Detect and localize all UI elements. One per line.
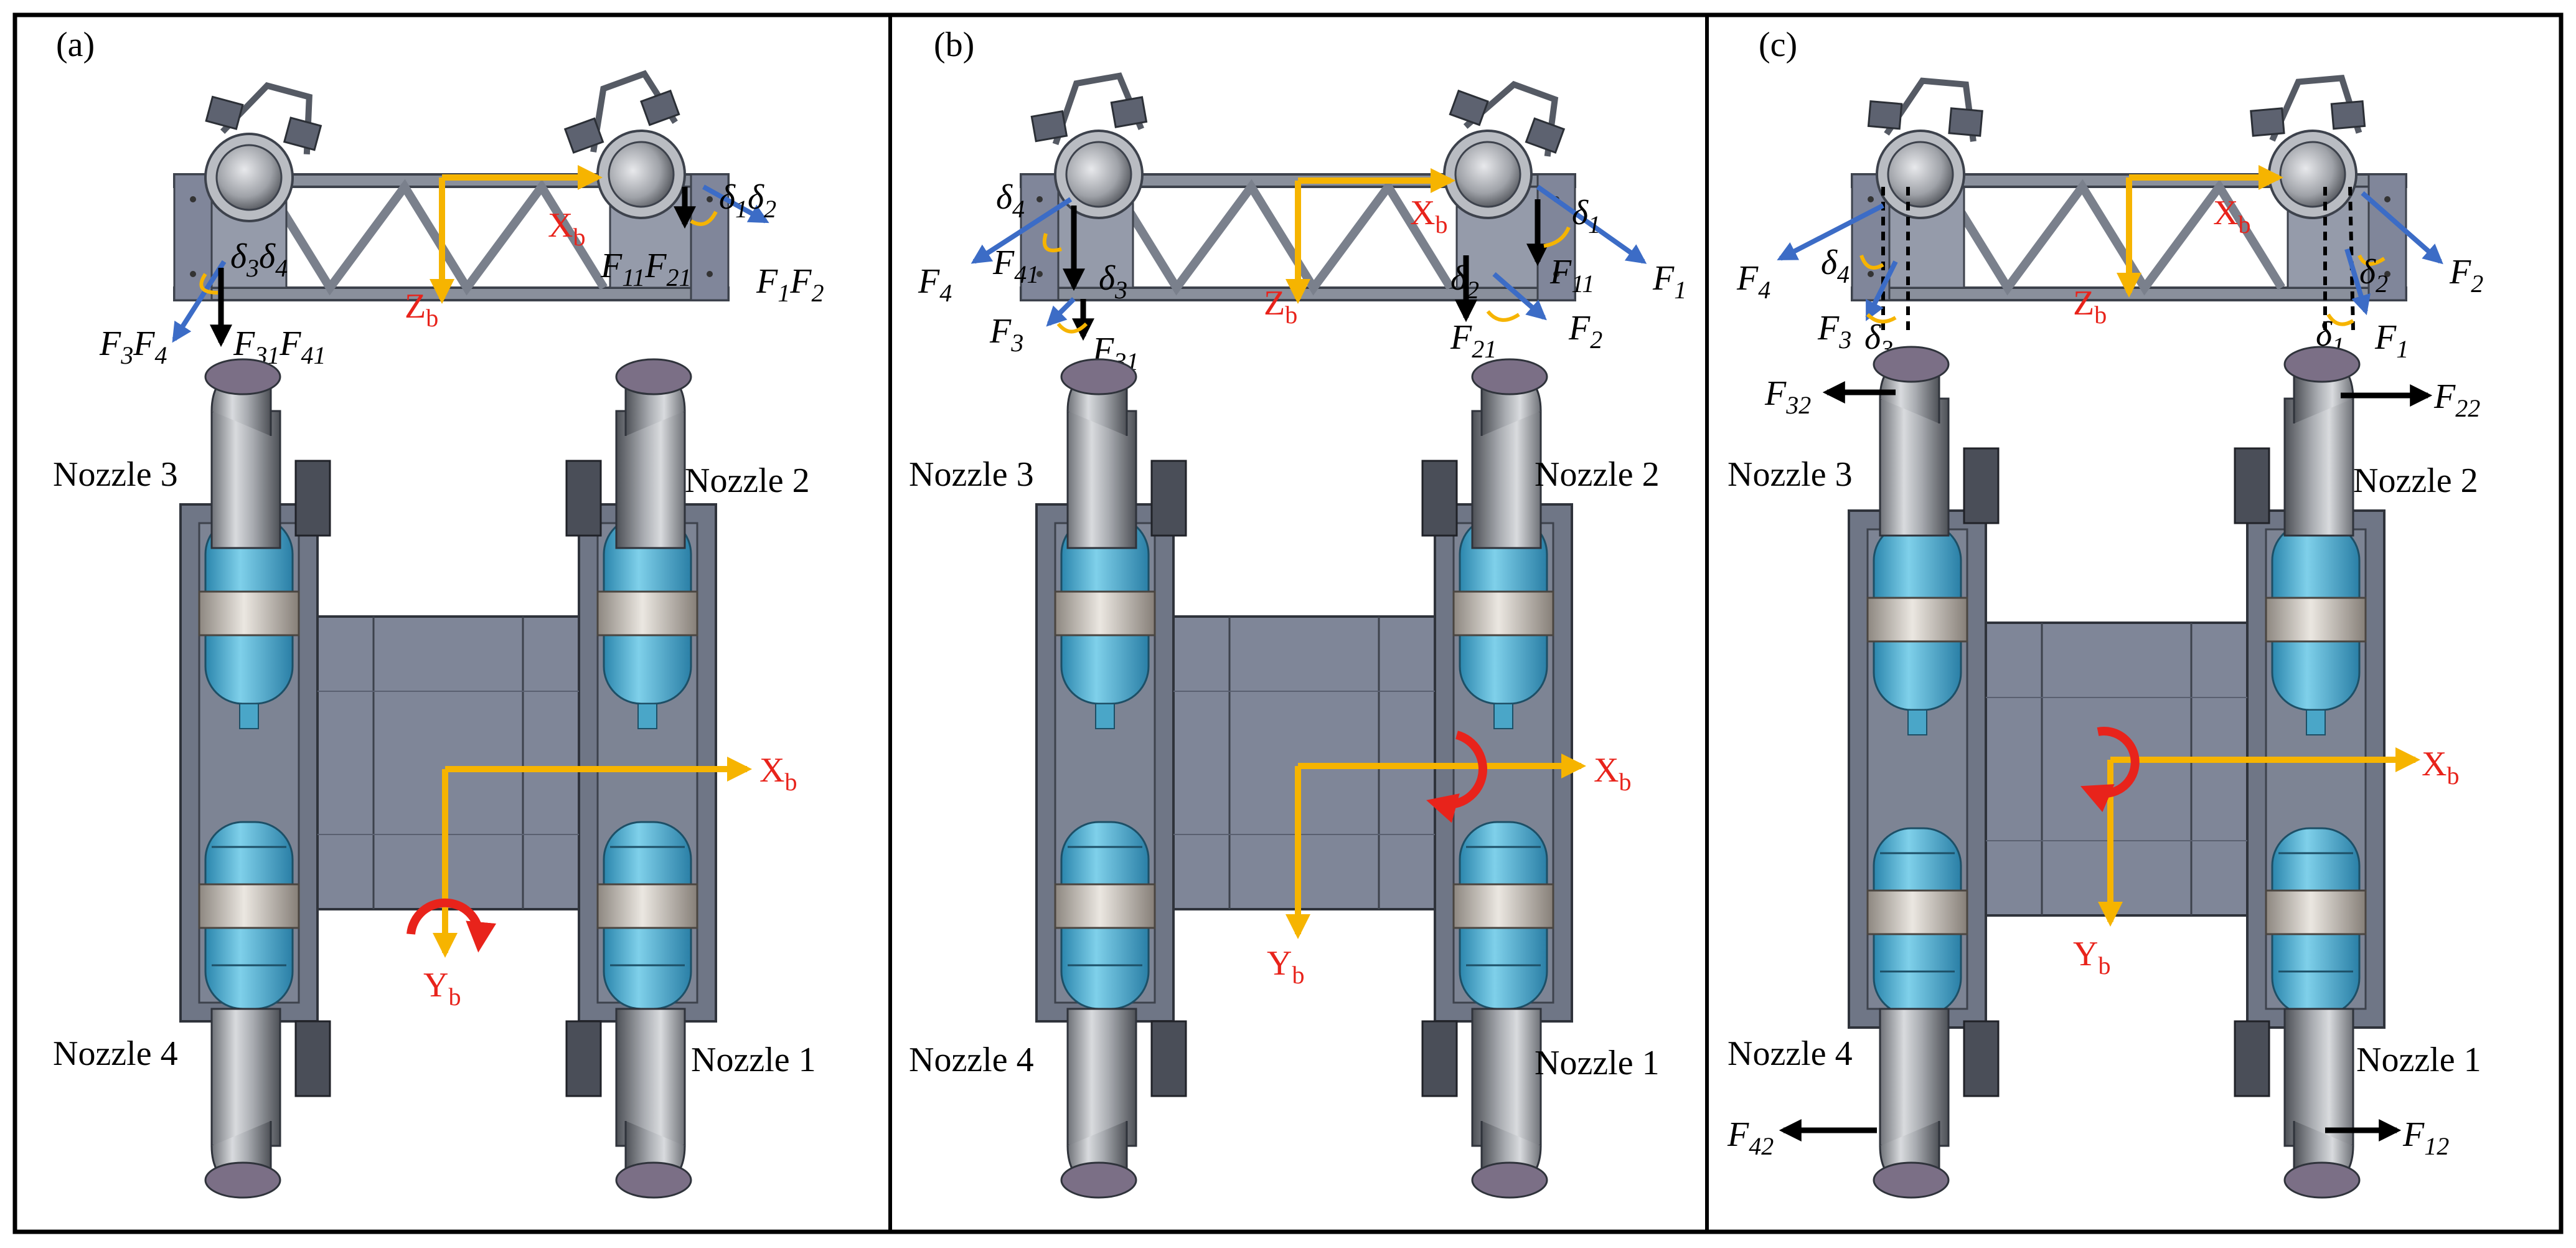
force-f3f4-left [172, 260, 227, 343]
panel-label: (b) [934, 26, 974, 64]
moment-arrow [407, 898, 497, 953]
f11-f21-label: F11F21 [600, 247, 691, 291]
f3-label: F3 [1817, 309, 1851, 354]
force-f1f2-right [702, 184, 769, 224]
delta2-label: δ2 [2359, 253, 2388, 298]
pipe-nozzle-1 [1421, 1008, 1548, 1199]
f42-label: F42 [1727, 1115, 1774, 1160]
nozzle-4-label: Nozzle 4 [53, 1034, 178, 1073]
pipe-nozzle-4 [1873, 1008, 2000, 1199]
delta4-label: δ4 [996, 178, 1025, 223]
f21-label: F21 [1450, 318, 1497, 363]
nozzle-3-label: Nozzle 3 [1728, 455, 1853, 494]
f2-label: F2 [2449, 253, 2483, 298]
xb-top-label: Xb [2213, 194, 2250, 239]
nozzle-1-label: Nozzle 1 [691, 1041, 816, 1079]
panel-label: (a) [56, 26, 95, 64]
panel-b: (b) Xb Zb δ4 F4 F41 δ3 F3 F31 δ1 F1 F11 … [909, 26, 1686, 1199]
nozzle-2-label: Nozzle 2 [1535, 455, 1660, 494]
pipe-nozzle-2 [565, 358, 692, 549]
nozzle-1-label: Nozzle 1 [2356, 1041, 2481, 1079]
f11-label: F11 [1549, 253, 1594, 298]
panel-c: (c) Xb Zb F4 δ4 F3 δ3 δ2 F2 δ1 F1 [1727, 26, 2483, 1199]
f41-label: F41 [992, 243, 1039, 288]
pipe-nozzle-1 [565, 1008, 692, 1199]
delta4-label: δ4 [1821, 243, 1850, 288]
moment-arrow [1426, 730, 1487, 823]
force-f1 [2344, 248, 2371, 316]
delta1-delta2-label: δ1δ2 [719, 178, 776, 223]
nozzle-2-label: Nozzle 2 [685, 461, 810, 500]
vehicle-body [1848, 509, 2386, 1029]
f3-label: F3 [989, 312, 1023, 357]
pipe-nozzle-3 [204, 358, 331, 549]
f4-label: F4 [1736, 259, 1770, 304]
pipe-nozzle-2 [2234, 346, 2361, 537]
nozzle-2-label: Nozzle 2 [2353, 461, 2478, 500]
xb-top-label: Xb [548, 206, 585, 251]
zb-top-label: Zb [2073, 284, 2107, 329]
f1-f2-label: F1F2 [756, 262, 824, 307]
force-f4 [1777, 203, 1884, 261]
xb-bottom-label: Xb [759, 751, 797, 796]
nozzle-1-label: Nozzle 1 [1535, 1044, 1660, 1082]
xb-bottom-label: Xb [1594, 751, 1631, 796]
force-f2 [1492, 272, 1547, 321]
zb-top-label: Zb [1264, 284, 1297, 329]
force-f3 [1865, 260, 1898, 321]
pipe-nozzle-3 [1873, 346, 2000, 537]
force-f1 [1536, 184, 1647, 264]
nozzle-3-label: Nozzle 3 [909, 455, 1034, 494]
panel-label: (c) [1759, 26, 1797, 64]
force-f2 [2361, 191, 2443, 265]
force-f3 [1046, 297, 1076, 327]
pipe-nozzle-1 [2234, 1008, 2361, 1199]
yb-bottom-label: Yb [1267, 944, 1304, 989]
force-f4 [971, 197, 1073, 264]
nozzle-3-label: Nozzle 3 [53, 455, 178, 494]
delta3-delta4-label: δ3δ4 [230, 237, 288, 282]
f1-label: F1 [2374, 318, 2409, 363]
f4-label: F4 [918, 262, 952, 307]
delta3-label: δ3 [1099, 259, 1127, 304]
delta2-label: δ2 [1450, 259, 1479, 304]
xb-top-label: Xb [1410, 194, 1447, 239]
f1-label: F1 [1652, 259, 1686, 304]
f22-label: F22 [2433, 377, 2480, 422]
f3-f4-label: F3F4 [99, 324, 167, 369]
pipe-nozzle-2 [1421, 358, 1548, 549]
f32-label: F32 [1764, 374, 1811, 419]
xb-bottom-label: Xb [2422, 745, 2459, 790]
nozzle-4-label: Nozzle 4 [1728, 1034, 1853, 1073]
pipe-nozzle-4 [204, 1008, 331, 1199]
pipe-nozzle-3 [1060, 358, 1187, 549]
panel-a: (a) Xb Zb δ3δ4 F3F4 F31F41 δ1δ2 F11F21 F… [53, 26, 824, 1199]
f2-label: F2 [1568, 309, 1602, 354]
f12-label: F12 [2402, 1115, 2449, 1160]
nozzle-4-label: Nozzle 4 [909, 1041, 1034, 1079]
delta1-label: δ1 [1572, 194, 1601, 239]
moment-arrow [2080, 727, 2140, 813]
zb-top-label: Zb [405, 287, 438, 332]
pipe-nozzle-4 [1060, 1008, 1187, 1199]
yb-bottom-label: Yb [2073, 935, 2110, 980]
yb-bottom-label: Yb [423, 966, 461, 1011]
